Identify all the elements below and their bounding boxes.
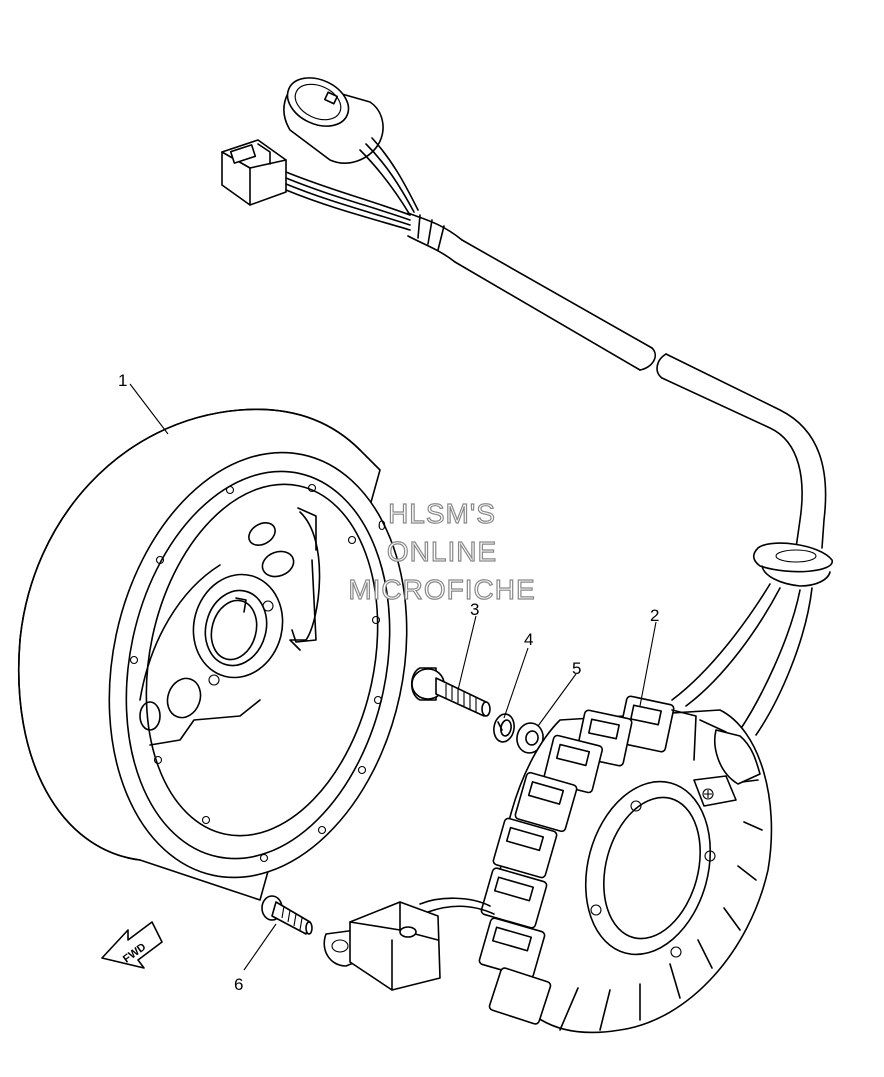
callout-2: 2 bbox=[650, 606, 659, 625]
bolt-3 bbox=[410, 667, 491, 717]
callout-numbers: 1 2 3 4 5 6 bbox=[118, 371, 659, 994]
round-coupler bbox=[283, 77, 419, 216]
lock-washer-4 bbox=[493, 713, 515, 743]
stator-assembly bbox=[478, 695, 773, 1034]
watermark-line-3: MICROFICHE bbox=[348, 573, 536, 605]
watermark-line-1: HLSM'S bbox=[387, 497, 496, 529]
stator-poles bbox=[478, 695, 763, 1031]
fwd-arrow-icon: FWD bbox=[101, 921, 163, 969]
rim-bolt-holes bbox=[129, 483, 383, 863]
callout-4: 4 bbox=[524, 630, 533, 649]
callout-1: 1 bbox=[118, 371, 127, 390]
wire-harness bbox=[221, 77, 833, 736]
pickup-coil bbox=[323, 897, 495, 991]
callout-5: 5 bbox=[572, 659, 581, 678]
rotor-flywheel bbox=[18, 408, 408, 901]
cable-sheath bbox=[407, 212, 833, 736]
callout-6: 6 bbox=[234, 975, 243, 994]
svg-text:0: 0 bbox=[378, 517, 386, 533]
leader-lines bbox=[129, 383, 657, 971]
screw-6 bbox=[261, 895, 313, 935]
callout-3: 3 bbox=[470, 600, 479, 619]
square-coupler bbox=[221, 139, 411, 231]
watermark-line-2: ONLINE bbox=[386, 535, 498, 567]
